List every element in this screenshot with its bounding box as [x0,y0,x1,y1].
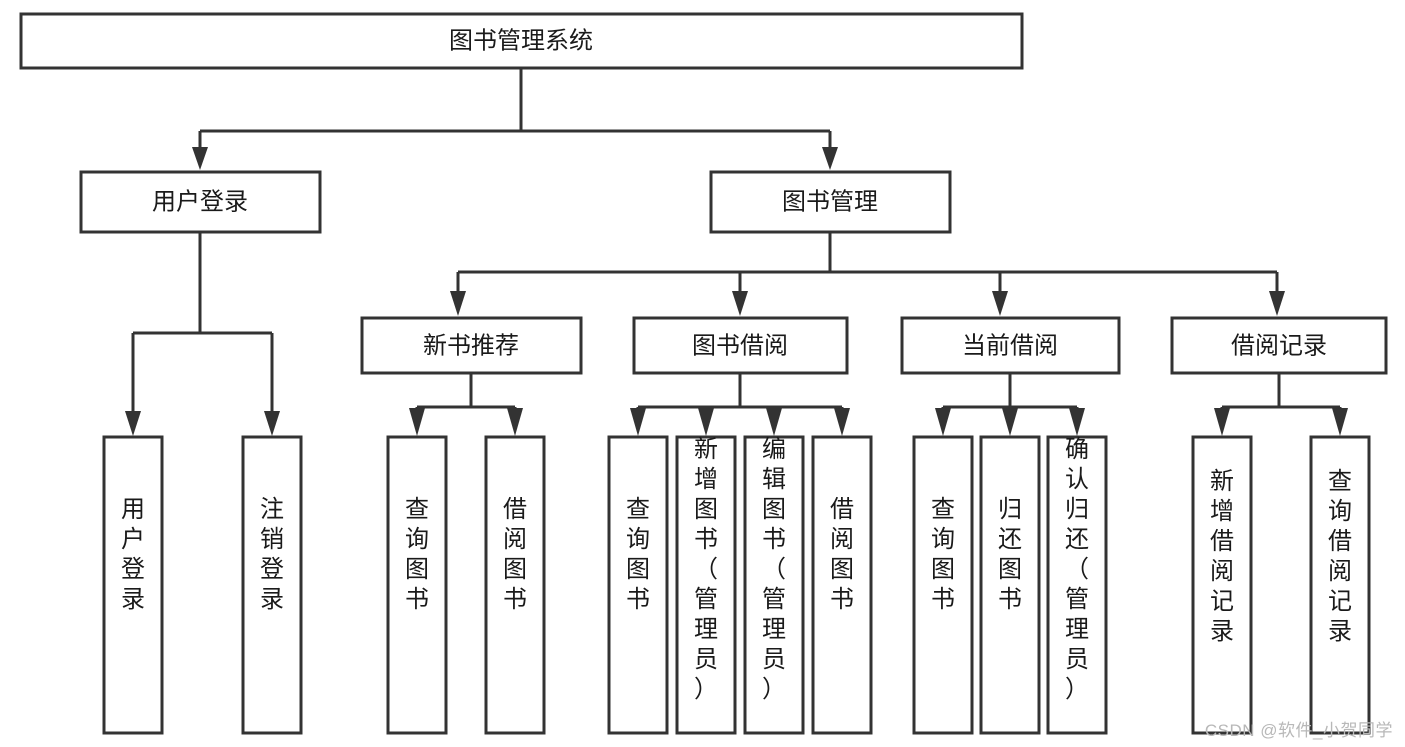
user-login-label: 用户登录 [152,188,248,215]
leaf-node[interactable]: 用户登录 [102,435,164,735]
connector-new-book-recommend-to-leaves [409,373,523,436]
connector-current-borrow-to-leaves [935,373,1085,436]
leaf-label-book-borrow-2: 新增图书（管理员） [694,436,718,703]
arrow-head-br-leaf-1 [1214,408,1230,436]
arrow-head-user-login-leaf-1 [125,411,141,436]
csdn-watermark: CSDN @软件_小贺同学 [1204,721,1393,740]
arrow-head-cb-leaf-3 [1069,408,1085,436]
leaf-node[interactable]: 借阅图书 [811,435,873,735]
new-book-recommend-label: 新书推荐 [423,332,519,359]
arrow-head-root-to-user-login [192,147,208,170]
arrow-head-to-current-borrow [992,291,1008,316]
connector-root-to-level2 [192,68,838,170]
leaf-node[interactable]: 查询图书 [386,435,448,735]
current-borrow-label: 当前借阅 [962,332,1058,359]
book-manage-label: 图书管理 [782,188,878,215]
arrow-head-br-leaf-2 [1332,408,1348,436]
leaf-label-user-login-2: 注销登录 [260,496,284,613]
leaf-label-current-borrow-3: 确认归还（管理员） [1065,436,1089,703]
connector-book-borrow-to-leaves [630,373,850,436]
leaf-label-borrow-record-1: 新增借阅记录 [1210,468,1234,645]
arrow-head-root-to-book-manage [822,147,838,170]
leaf-box-current-borrow-2 [979,435,1041,735]
leaf-box-borrow-record-2 [1309,435,1371,735]
leaf-box-user-login-2 [241,435,303,735]
node-user-login[interactable]: 用户登录 [79,170,322,234]
current-borrow-box [900,316,1121,375]
arrow-head-to-new-book-recommend [450,291,466,316]
borrow-record-box [1170,316,1388,375]
book-borrow-label: 图书借阅 [692,332,788,359]
leaf-box-user-login-1 [102,435,164,735]
connector-book-manage-to-level3 [450,232,1285,316]
leaf-box-book-borrow-2 [675,435,737,735]
leaf-node[interactable]: 查询图书 [912,435,974,735]
leaf-box-borrow-record-1 [1191,435,1253,735]
leaf-label-book-borrow-4: 借阅图书 [830,496,854,613]
leaf-box-current-borrow-1 [912,435,974,735]
leaf-node[interactable]: 借阅图书 [484,435,546,735]
arrow-head-bb-leaf-2 [698,408,714,436]
leaf-node[interactable]: 编辑图书（管理员） [743,435,805,735]
leaf-box-new-book-1 [386,435,448,735]
leaf-label-new-book-2: 借阅图书 [503,496,527,613]
root-label: 图书管理系统 [449,27,593,54]
leaf-label-borrow-record-2: 查询借阅记录 [1328,468,1352,645]
leaf-box-current-borrow-3 [1046,435,1108,735]
leaf-label-current-borrow-2: 归还图书 [998,496,1022,613]
node-book-borrow[interactable]: 图书借阅 [632,316,849,375]
arrow-head-bb-leaf-4 [834,408,850,436]
arrow-head-to-borrow-record [1269,291,1285,316]
leaf-box-book-borrow-1 [607,435,669,735]
book-borrow-box [632,316,849,375]
leaf-label-book-borrow-3: 编辑图书（管理员） [762,436,786,703]
connector-borrow-record-to-leaves [1214,373,1348,436]
book-manage-box [709,170,952,234]
leaf-node[interactable]: 新增图书（管理员） [675,435,737,735]
borrow-record-label: 借阅记录 [1231,332,1327,359]
leaf-label-user-login-1: 用户登录 [121,496,145,613]
connector-user-login-to-leaves [125,232,280,436]
arrow-head-bb-leaf-1 [630,408,646,436]
arrow-head-nbr-leaf-1 [409,408,425,436]
arrow-head-cb-leaf-2 [1002,408,1018,436]
arrow-head-cb-leaf-1 [935,408,951,436]
node-book-manage[interactable]: 图书管理 [709,170,952,234]
leaf-node[interactable]: 确认归还（管理员） [1046,435,1108,735]
node-borrow-record[interactable]: 借阅记录 [1170,316,1388,375]
leaf-node[interactable]: 注销登录 [241,435,303,735]
new-book-recommend-box [360,316,583,375]
leaf-box-book-borrow-3 [743,435,805,735]
leaf-node[interactable]: 归还图书 [979,435,1041,735]
arrow-head-nbr-leaf-2 [507,408,523,436]
leaf-box-book-borrow-4 [811,435,873,735]
leaf-node[interactable]: 查询借阅记录 [1309,435,1371,735]
arrow-head-user-login-leaf-2 [264,411,280,436]
arrow-head-bb-leaf-3 [766,408,782,436]
leaf-label-new-book-1: 查询图书 [405,496,429,613]
node-current-borrow[interactable]: 当前借阅 [900,316,1121,375]
arrow-head-to-book-borrow [732,291,748,316]
leaf-node[interactable]: 新增借阅记录 [1191,435,1253,735]
node-root[interactable]: 图书管理系统 [19,12,1024,70]
root-box [19,12,1024,70]
leaf-label-current-borrow-1: 查询图书 [931,496,955,613]
node-new-book-recommend[interactable]: 新书推荐 [360,316,583,375]
leaf-label-book-borrow-1: 查询图书 [626,496,650,613]
leaf-node[interactable]: 查询图书 [607,435,669,735]
leaf-box-new-book-2 [484,435,546,735]
